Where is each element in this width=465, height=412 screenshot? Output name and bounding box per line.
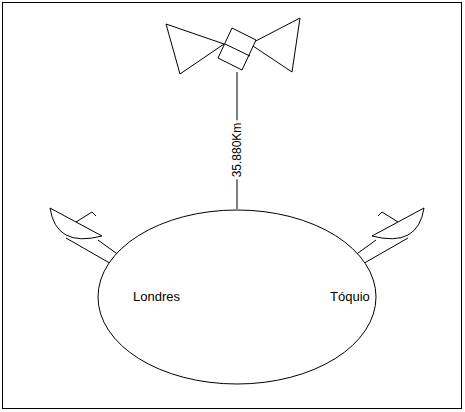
city-name: Londres bbox=[133, 289, 180, 304]
distance-label: 35.880Km bbox=[230, 121, 244, 180]
frame bbox=[3, 3, 462, 409]
satellite bbox=[166, 18, 300, 74]
city-name: Tóquio bbox=[330, 289, 370, 304]
globe: Londres Tóquio bbox=[97, 209, 377, 385]
